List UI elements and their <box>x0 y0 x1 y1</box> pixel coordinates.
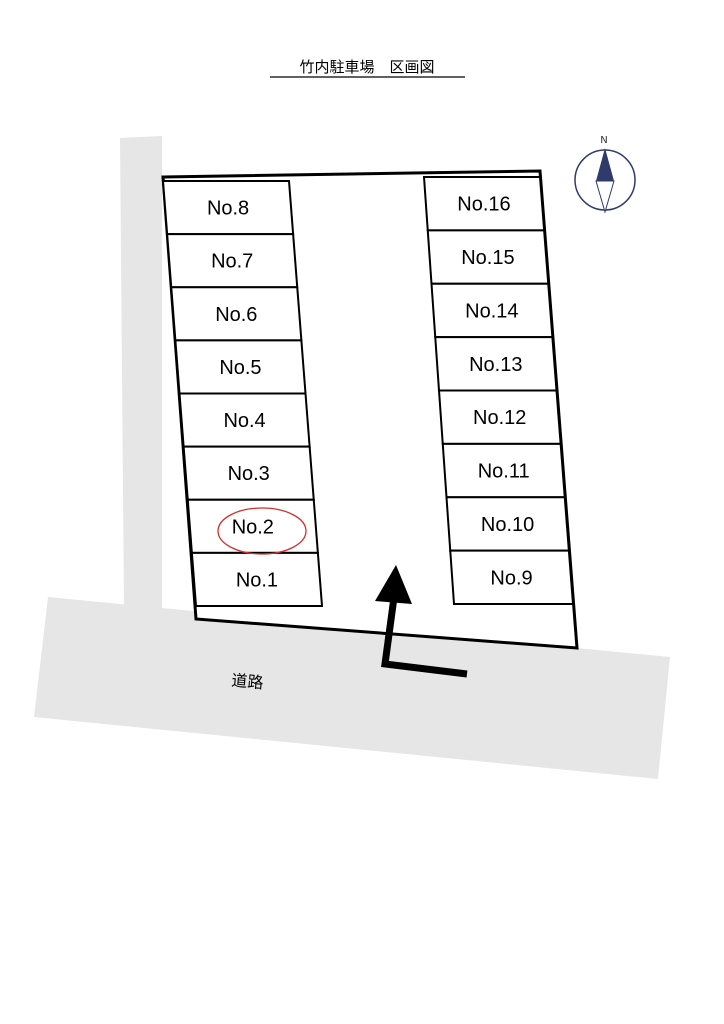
lot-label: No.13 <box>469 354 522 376</box>
parking-lot-no-6[interactable]: No.6 <box>170 286 303 342</box>
parking-lot-no-1[interactable]: No.1 <box>190 551 324 607</box>
lot-box <box>449 549 575 605</box>
parking-lot-no-9[interactable]: No.9 <box>449 549 575 605</box>
lot-label: No.10 <box>481 514 534 536</box>
parking-lot-no-4[interactable]: No.4 <box>178 392 311 448</box>
side-road <box>120 136 162 610</box>
parking-lot-no-13[interactable]: No.13 <box>434 336 558 392</box>
lot-label: No.11 <box>478 461 530 483</box>
lot-label: No.14 <box>465 300 518 322</box>
parking-lot-no-11[interactable]: No.11 <box>441 442 566 499</box>
highlight-circle <box>217 507 307 555</box>
lot-label: No.4 <box>223 410 265 432</box>
lot-label: No.7 <box>211 251 253 273</box>
parking-lot-no-15[interactable]: No.15 <box>426 229 550 285</box>
lot-label: No.16 <box>457 194 510 216</box>
parking-lot-no-10[interactable]: No.10 <box>445 496 570 552</box>
parking-lot-no-5[interactable]: No.5 <box>174 339 307 395</box>
parking-lot-no-2[interactable]: No.2 <box>186 498 319 554</box>
left-lot-column: No.8No.7No.6No.5No.4No.3No.2No.1 <box>161 180 324 607</box>
lot-label: No.6 <box>215 304 257 326</box>
north-compass-icon: N <box>574 135 636 214</box>
parking-lot-no-3[interactable]: No.3 <box>182 445 315 501</box>
lot-label: No.12 <box>473 407 526 429</box>
parking-lot-no-16[interactable]: No.16 <box>422 176 546 232</box>
road-label: 道路 <box>231 671 265 693</box>
parking-lot-no-8[interactable]: No.8 <box>161 180 295 236</box>
lot-label: No.5 <box>219 357 261 379</box>
parking-lot-no-12[interactable]: No.12 <box>437 389 562 445</box>
parking-lot-no-14[interactable]: No.14 <box>430 282 554 339</box>
entry-arrow <box>375 565 468 678</box>
lot-label: No.3 <box>228 463 270 485</box>
lot-label: No.9 <box>490 567 532 589</box>
lot-label: No.15 <box>461 247 514 269</box>
lot-label: No.1 <box>236 569 278 591</box>
map-title: 竹内駐車場 区画図 <box>299 58 434 76</box>
lot-label: No.8 <box>207 198 249 220</box>
compass-north-label: N <box>600 135 607 146</box>
parking-lot-no-7[interactable]: No.7 <box>166 233 299 289</box>
lot-label: No.2 <box>232 516 274 538</box>
